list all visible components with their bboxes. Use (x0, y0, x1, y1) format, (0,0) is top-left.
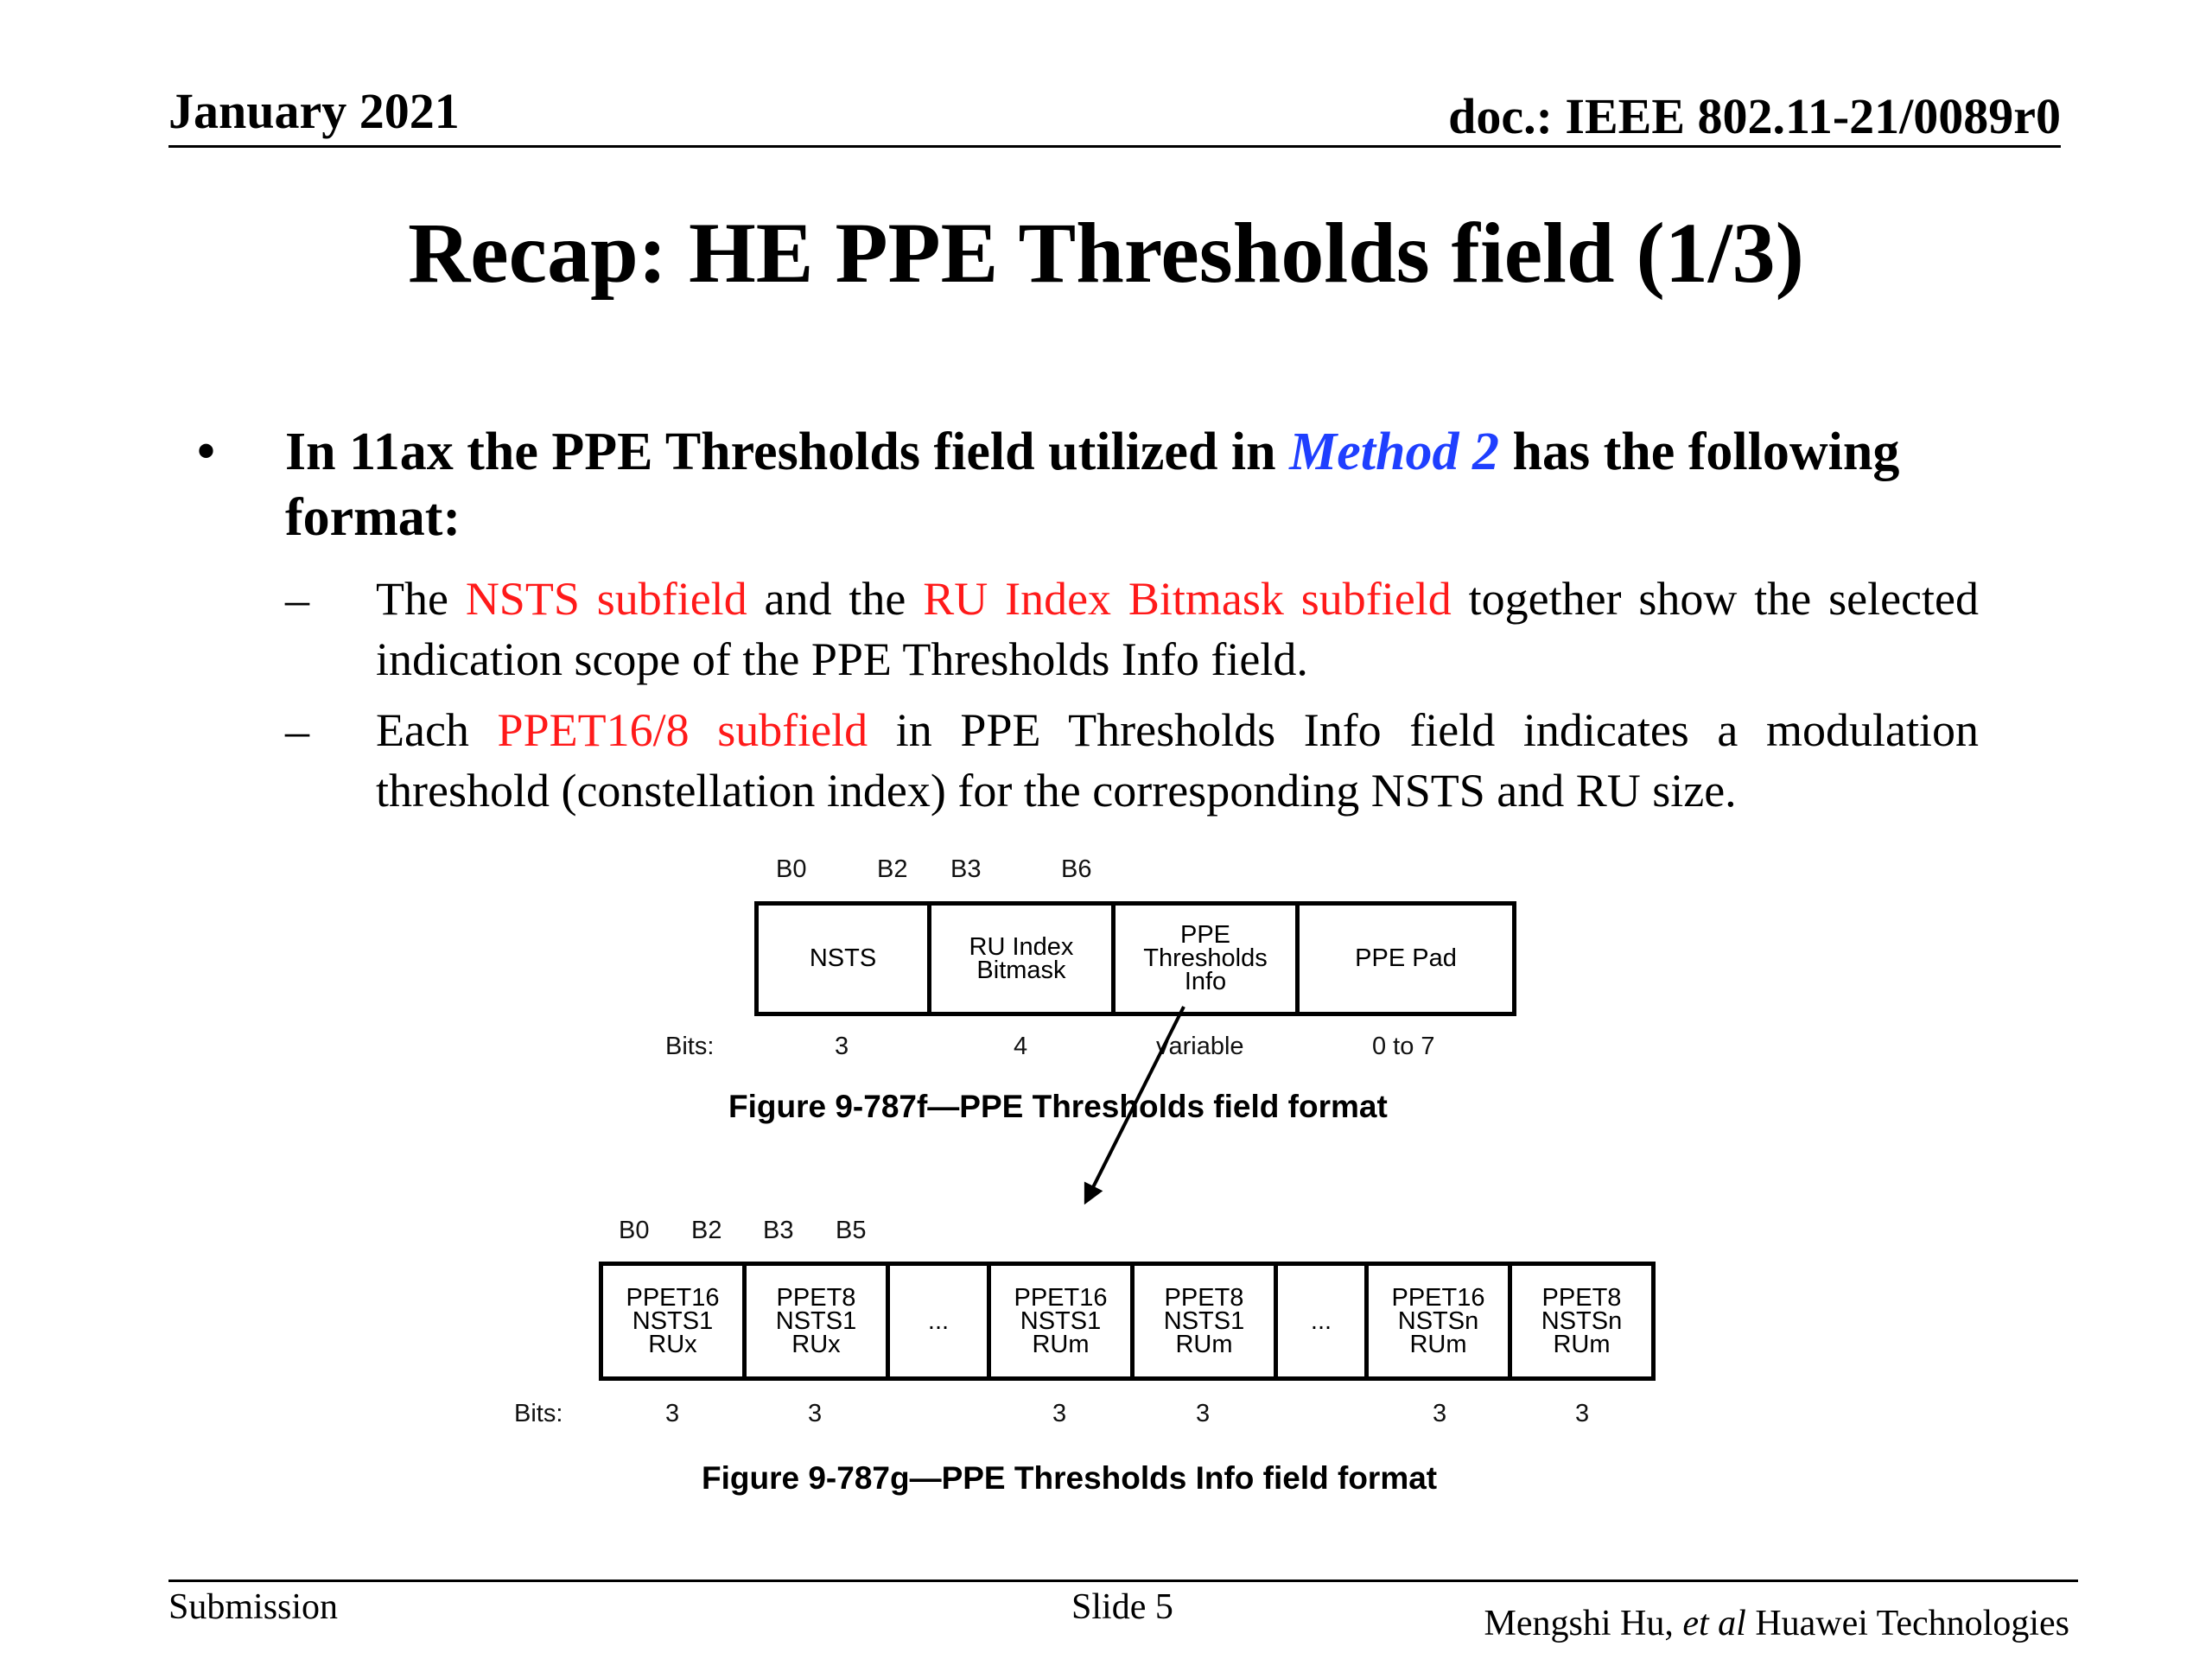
fig2-field-ppet8-nsts1-rux: PPET8 NSTS1 RUx (742, 1262, 890, 1381)
sub-bullet-1-p3: together show the selected indication sc… (376, 573, 1979, 685)
sub-bullet-2: Each PPET16/8 subfield in PPE Thresholds… (376, 700, 1979, 821)
fig1-bits-ru: 4 (1014, 1033, 1028, 1060)
fig2-field-ppet8-nstsn-rum: PPET8 NSTSn RUm (1508, 1262, 1656, 1381)
fig2-bits-1: 3 (665, 1400, 680, 1427)
fig1-bit-b2: B2 (877, 855, 908, 883)
bullet-text-before: In 11ax the PPE Thresholds field utilize… (285, 423, 1290, 481)
fig2-field-5-label: PPET8 NSTS1 RUm (1163, 1283, 1245, 1358)
fig2-bits-3: 3 (1052, 1400, 1067, 1427)
sub-bullet-2-p2: in PPE Thresholds Info field indicates a… (376, 704, 1980, 817)
fig1-bits-info: variable (1156, 1033, 1244, 1060)
fig1-field-ru-index-bitmask-label: RU Index Bitmask (969, 932, 1074, 984)
fig1-field-ppe-thresholds-info: PPE Thresholds Info (1111, 901, 1300, 1016)
fig1-bit-b0: B0 (776, 855, 807, 883)
fig2-bit-b5: B5 (836, 1217, 867, 1244)
sub-bullet-1-dash: – (285, 573, 309, 626)
fig1-field-ppe-pad: PPE Pad (1295, 901, 1516, 1016)
fig2-field-ppet16-nstsn-rum: PPET16 NSTSn RUm (1364, 1262, 1512, 1381)
fig2-field-ppet16-nsts1-rum: PPET16 NSTS1 RUm (987, 1262, 1135, 1381)
method-2-term: Method 2 (1289, 423, 1499, 481)
fig1-field-nsts-label: NSTS (809, 944, 877, 972)
fig1-bits-pad: 0 to 7 (1372, 1033, 1435, 1060)
footer-author-name: Mengshi Hu, (1484, 1604, 1683, 1643)
footer-et-al: et al (1682, 1604, 1746, 1643)
header-doc-id: doc.: IEEE 802.11-21/0089r0 (1448, 88, 2061, 144)
fig2-field-1-label: PPET16 NSTS1 RUx (626, 1283, 720, 1358)
fig2-bit-b0: B0 (619, 1217, 650, 1244)
fig1-bits-nsts: 3 (835, 1033, 849, 1060)
fig2-bit-b2: B2 (691, 1217, 722, 1244)
footer-author: Mengshi Hu, et al Huawei Technologies (1484, 1603, 2069, 1644)
footer-slide-number: Slide 5 (1071, 1587, 1173, 1627)
fig2-bits-5: 3 (1433, 1400, 1447, 1427)
fig1-bits-label: Bits: (665, 1033, 715, 1060)
fig2-field-ppet16-nsts1-rux: PPET16 NSTS1 RUx (599, 1262, 747, 1381)
fig1-bit-b6: B6 (1061, 855, 1092, 883)
fig2-bits-4: 3 (1196, 1400, 1211, 1427)
fig2-caption: Figure 9-787g—PPE Thresholds Info field … (702, 1460, 1438, 1496)
fig2-field-ellipsis-2: ... (1274, 1262, 1369, 1381)
fig2-bit-b3: B3 (763, 1217, 794, 1244)
fig2-field-6-label: ... (1310, 1306, 1332, 1335)
footer-org: Huawei Technologies (1745, 1604, 2069, 1643)
sub-bullet-2-dash: – (285, 704, 309, 758)
fig1-bit-b3: B3 (950, 855, 982, 883)
fig2-bits-6: 3 (1575, 1400, 1590, 1427)
fig2-field-4-label: PPET16 NSTS1 RUm (1014, 1283, 1108, 1358)
fig2-bits-label: Bits: (514, 1400, 563, 1427)
fig1-field-ru-index-bitmask: RU Index Bitmask (927, 901, 1116, 1016)
sub-bullet-1: The NSTS subfield and the RU Index Bitma… (376, 569, 1979, 690)
bullet-symbol: • (197, 423, 216, 480)
fig1-field-ppe-thresholds-info-label: PPE Thresholds Info (1143, 921, 1268, 995)
fig1-caption: Figure 9-787f—PPE Thresholds field forma… (728, 1089, 1388, 1124)
slide-title: Recap: HE PPE Thresholds field (1/3) (408, 205, 1804, 301)
footer-submission: Submission (168, 1587, 339, 1627)
bullet-text-after: has the following format: (285, 423, 1900, 547)
ppet16-8-subfield-term: PPET16/8 subfield (497, 704, 868, 756)
nsts-subfield-term: NSTS subfield (465, 573, 747, 625)
footer-rule (168, 1580, 2078, 1582)
fig2-field-7-label: PPET16 NSTSn RUm (1391, 1283, 1485, 1358)
fig2-bits-2: 3 (808, 1400, 823, 1427)
sub-bullet-2-p1: Each (376, 704, 498, 756)
fig2-field-3-label: ... (927, 1306, 950, 1335)
fig1-field-ppe-pad-label: PPE Pad (1355, 944, 1457, 972)
fig2-field-ppet8-nsts1-rum: PPET8 NSTS1 RUm (1130, 1262, 1278, 1381)
header-rule (168, 145, 2061, 148)
fig2-field-8-label: PPET8 NSTSn RUm (1541, 1283, 1623, 1358)
fig2-field-ellipsis-1: ... (886, 1262, 991, 1381)
main-bullet: In 11ax the PPE Thresholds field utilize… (285, 419, 1979, 550)
header-date: January 2021 (168, 83, 460, 139)
sub-bullet-1-p2: and the (747, 573, 924, 625)
fig2-field-2-label: PPET8 NSTS1 RUx (775, 1283, 857, 1358)
sub-bullet-1-p1: The (376, 573, 466, 625)
ru-index-bitmask-term: RU Index Bitmask subfield (923, 573, 1452, 625)
